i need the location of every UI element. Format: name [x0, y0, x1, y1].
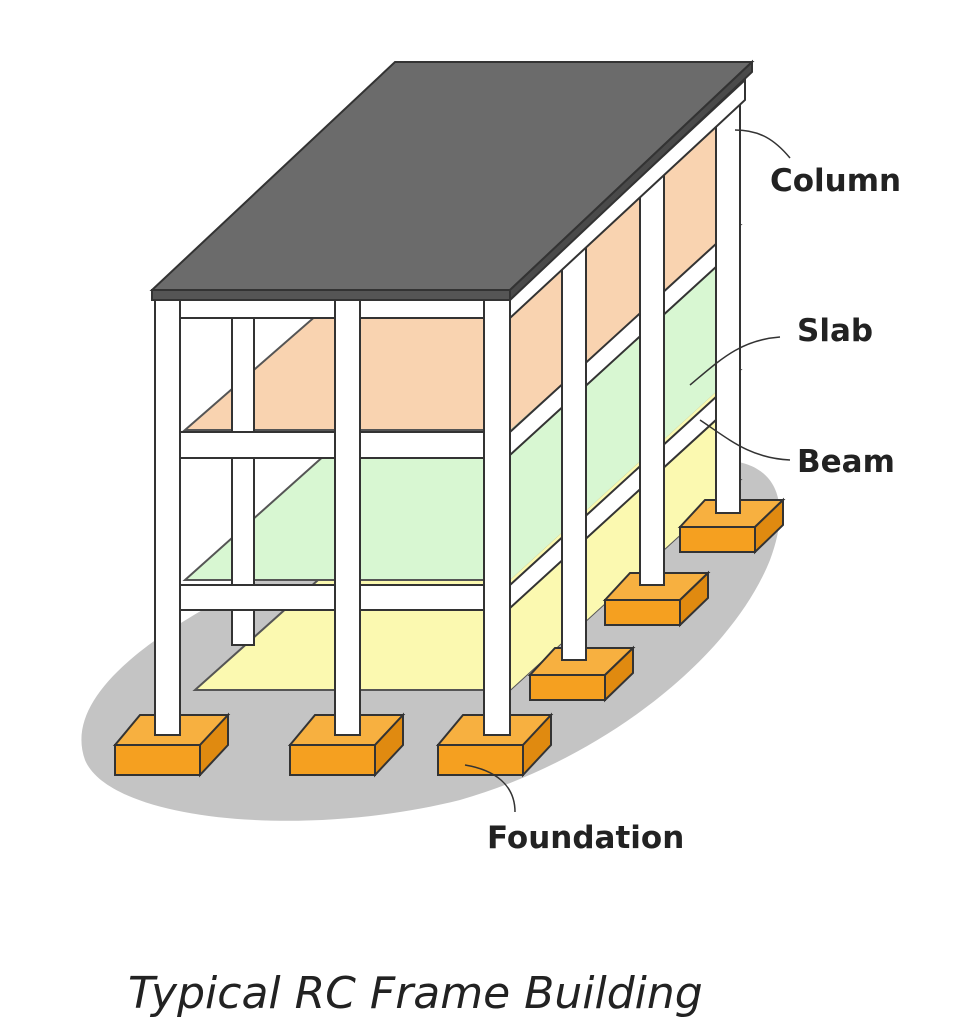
beam-leader — [699, 419, 791, 461]
roof-edge-side — [509, 59, 753, 303]
column — [334, 297, 361, 736]
column — [561, 234, 587, 661]
beam-front-lower — [177, 584, 489, 611]
beam-front-upper — [177, 431, 489, 459]
footing — [602, 570, 711, 628]
label-column: Column — [770, 163, 902, 199]
foundation-leader — [464, 764, 516, 813]
column — [154, 297, 181, 736]
label-foundation: Foundation — [487, 820, 685, 856]
label-beam: Beam — [797, 444, 895, 480]
column — [639, 159, 665, 586]
diagram-caption: Typical RC Frame Building — [128, 968, 703, 1019]
column-leader — [734, 129, 791, 159]
roof-edge — [151, 289, 511, 301]
column — [715, 87, 741, 514]
label-slab: Slab — [797, 313, 874, 349]
slab-leader — [689, 336, 781, 386]
footing — [527, 645, 636, 703]
column — [483, 297, 511, 736]
